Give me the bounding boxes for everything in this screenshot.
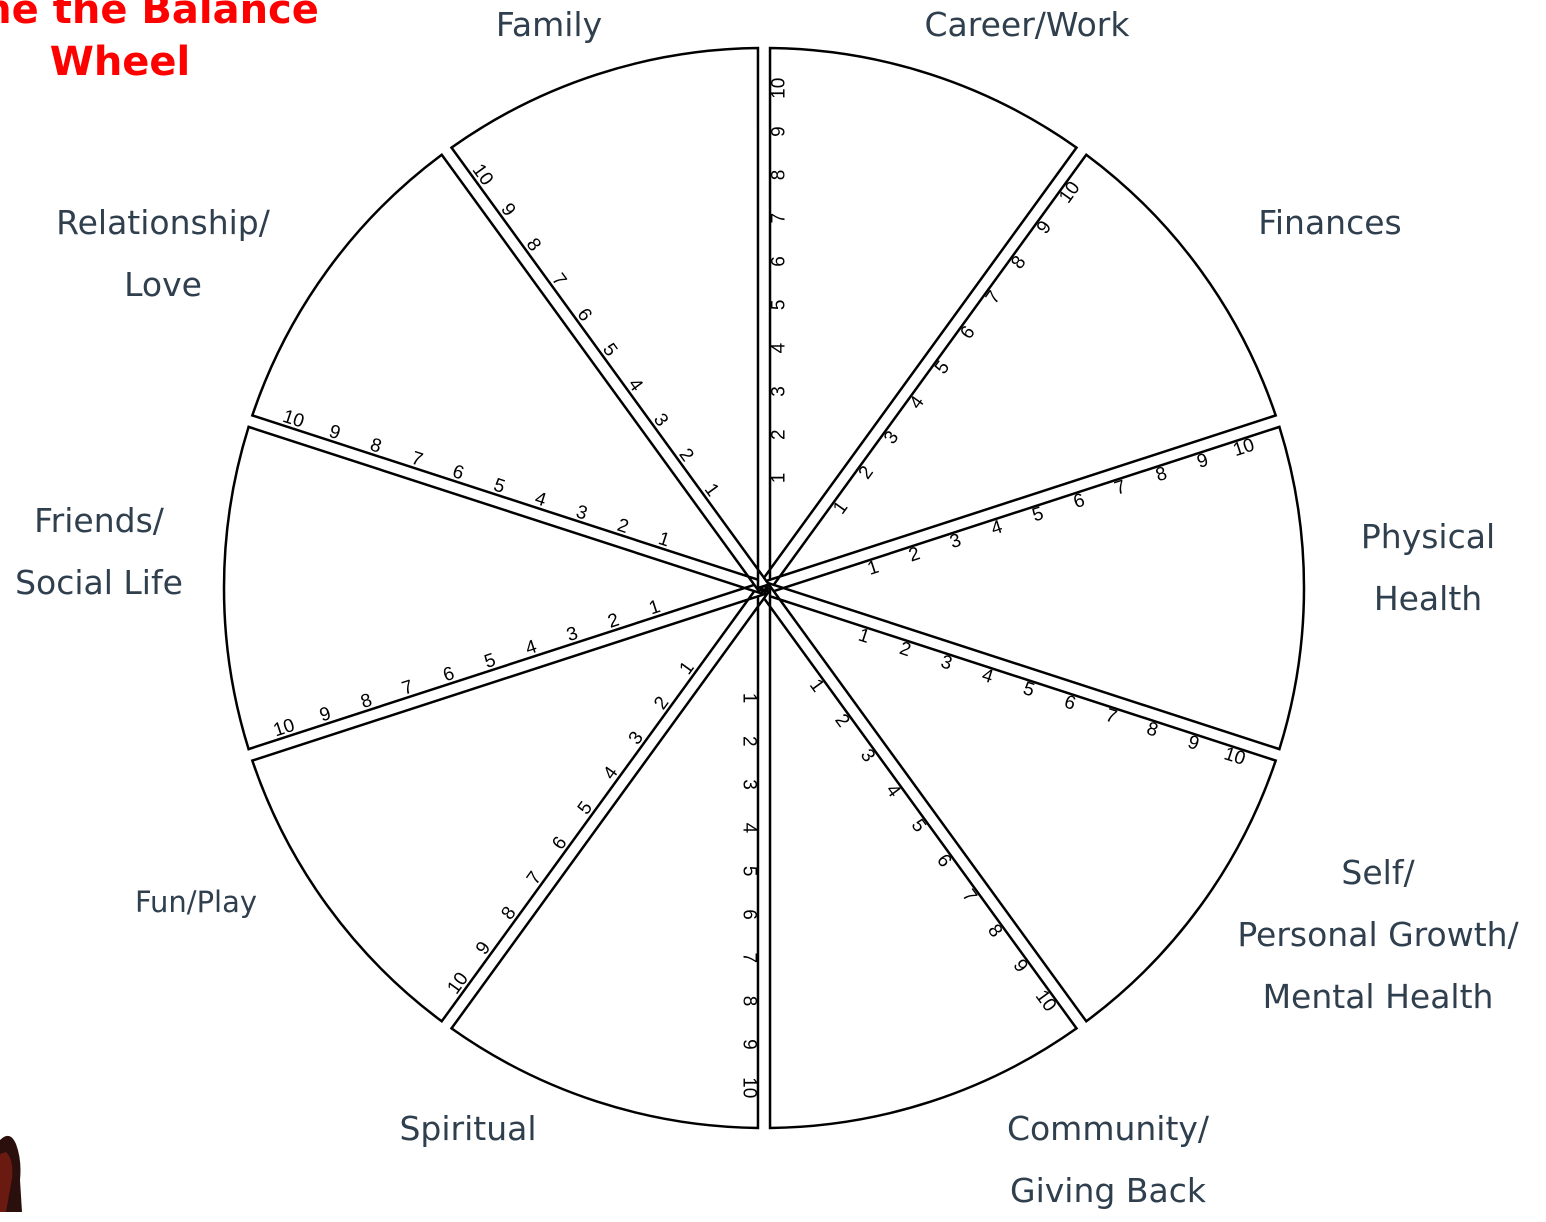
category-family-line: Family <box>495 5 603 44</box>
scale-number: 7 <box>739 953 760 964</box>
category-label-relationship: Relationship/ Love <box>56 192 270 316</box>
wheel-wedge-relationship[interactable] <box>250 152 768 594</box>
category-career-line: Career/Work <box>924 5 1130 44</box>
category-label-friends: Friends/ Social Life <box>15 490 183 614</box>
page-title: me the Balance Wheel <box>0 0 319 88</box>
category-label-physical: Physical Health <box>1361 506 1495 630</box>
category-spiritual-line: Spiritual <box>399 1109 537 1148</box>
scale-number: 2 <box>739 736 760 747</box>
category-label-spiritual: Spiritual <box>399 1098 536 1160</box>
category-label-finances: Finances <box>1258 192 1401 254</box>
wheel-wedge-family[interactable] <box>449 46 771 590</box>
category-finances-line: Finances <box>1258 203 1402 242</box>
scale-number: 5 <box>769 300 790 311</box>
category-friends-line-2: Social Life <box>15 563 183 602</box>
wheel-wedge-finances[interactable] <box>760 152 1278 594</box>
scale-number: 10 <box>769 78 790 99</box>
wheel-wedge-self[interactable] <box>760 582 1278 1024</box>
scale-number: 3 <box>739 779 760 790</box>
scale-number: 2 <box>769 429 790 440</box>
category-funplay-line: Fun/Play <box>134 885 258 919</box>
category-label-family: Family <box>496 0 602 56</box>
scale-number: 6 <box>739 909 760 920</box>
category-self-line-1: Self/ <box>1341 853 1415 892</box>
scale-number: 4 <box>769 342 790 353</box>
category-label-self: Self/ Personal Growth/ Mental Health <box>1237 842 1518 1028</box>
scale-number: 4 <box>739 823 760 834</box>
wheel-wedge-physical[interactable] <box>764 425 1306 751</box>
scale-number: 3 <box>769 386 790 397</box>
scale-number: 9 <box>769 126 790 137</box>
category-label-career: Career/Work <box>925 0 1130 56</box>
category-self-line-2: Personal Growth/ <box>1237 915 1519 954</box>
category-self-line-3: Mental Health <box>1262 977 1494 1016</box>
wheel-wedge-community[interactable] <box>757 586 1079 1130</box>
category-relationship-line-2: Love <box>124 265 202 304</box>
scale-number: 8 <box>769 170 790 181</box>
title-line-2: Wheel <box>49 39 191 85</box>
scale-number: 1 <box>739 693 760 704</box>
wheel-wedge-funplay[interactable] <box>250 582 768 1024</box>
scale-number: 1 <box>769 473 790 484</box>
scale-number: 7 <box>769 213 790 224</box>
category-community-line-2: Giving Back <box>1010 1171 1206 1210</box>
category-friends-line-1: Friends/ <box>34 501 164 540</box>
wheel-wedge-spiritual[interactable] <box>449 586 771 1130</box>
scale-number: 10 <box>739 1077 760 1098</box>
title-line-1: me the Balance <box>0 0 319 33</box>
category-label-community: Community/ Giving Back <box>1007 1098 1209 1222</box>
scale-number: 9 <box>739 1039 760 1050</box>
wheel-wedge-career[interactable] <box>757 46 1079 590</box>
category-relationship-line-1: Relationship/ <box>56 203 270 242</box>
category-physical-line-2: Health <box>1373 579 1483 618</box>
scale-number: 5 <box>739 866 760 877</box>
scale-number: 8 <box>739 996 760 1007</box>
category-label-funplay: Fun/Play <box>135 871 257 933</box>
category-community-line-1: Community/ <box>1006 1109 1210 1148</box>
corner-photo-fragment <box>0 1135 22 1212</box>
scale-number: 6 <box>769 256 790 267</box>
wheel-wedge-friends[interactable] <box>222 425 764 751</box>
category-physical-line-1: Physical <box>1360 517 1496 556</box>
